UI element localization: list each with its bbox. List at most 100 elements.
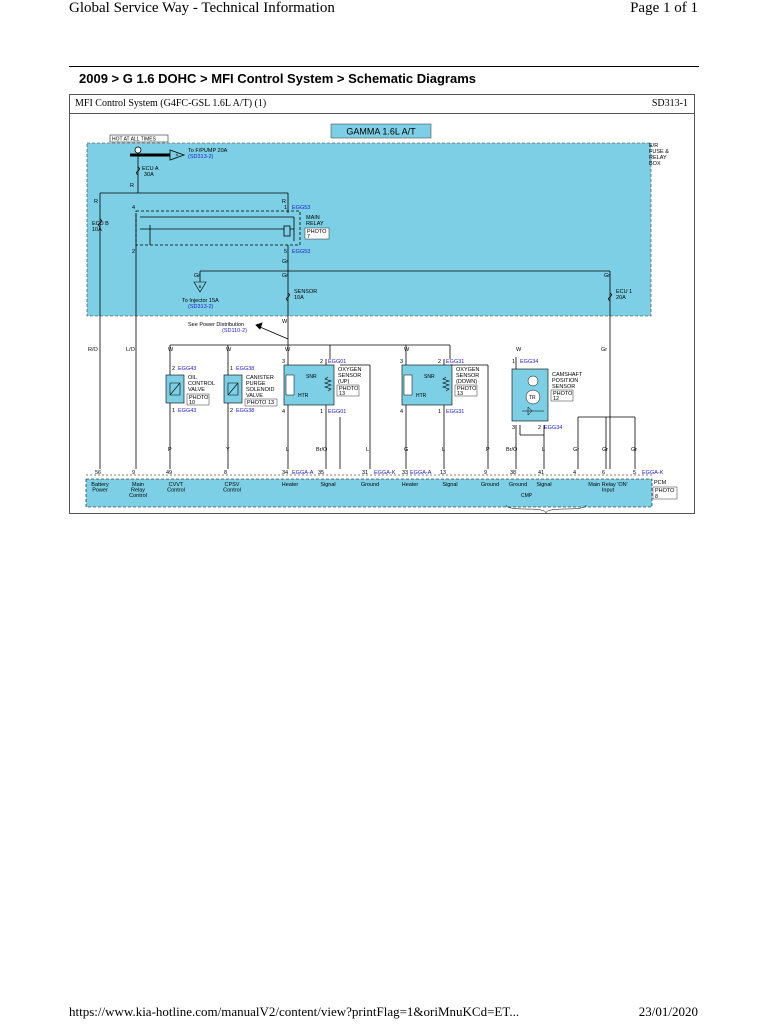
pcm-pin-12: 41 — [538, 470, 544, 476]
wire-r-2: R — [94, 199, 98, 205]
injector-ref: To Injector 15A — [182, 298, 219, 304]
pcm-pin-10: 9 — [484, 470, 487, 476]
pcm-pin-2: 9 — [132, 470, 135, 476]
wire-upper-2: L/O — [126, 347, 136, 353]
fuse-box-label-2: FUSE & — [649, 149, 669, 155]
o2-down-connector: EGG31 — [446, 359, 464, 365]
cmp-pin-2: 2 — [538, 425, 541, 431]
wire-upper-7: W — [516, 347, 522, 353]
main-relay-photo-1: PHOTO — [307, 229, 327, 235]
pcm-function-label-8-1: Heater — [402, 482, 419, 488]
sheet-divider — [70, 113, 694, 114]
power-dist-label: See Power Distribution — [188, 322, 244, 328]
o2-up-bottom-connector: EGG01 — [328, 409, 346, 415]
ecu-b-rating: 10A — [92, 227, 102, 233]
pcm-connector-4: EGGA-K — [642, 470, 664, 476]
pcm-function-label-10-1: Ground — [481, 482, 499, 488]
o2-down-name-1: OXYGEN — [456, 367, 480, 373]
pcm-pin-1: 56 — [95, 470, 101, 476]
header-title: Global Service Way - Technical Informati… — [69, 0, 335, 16]
pcm-pin-11: 38 — [510, 470, 516, 476]
ocv-bottom-connector: EGG43 — [178, 408, 196, 414]
wire-r-3: R — [282, 199, 286, 205]
ocv-pin-bottom: 1 — [172, 408, 175, 414]
header-divider — [69, 66, 699, 67]
sensor-fuse-label: SENSOR — [294, 289, 317, 295]
ocv-photo-2: 10 — [189, 400, 195, 406]
o2-up-name-3: (UP) — [338, 379, 349, 385]
pcm-photo-2: 8 — [655, 494, 658, 500]
o2-up-pin-3: 3 — [282, 359, 285, 365]
pcm-pin-14: 6 — [602, 470, 605, 476]
pcm-function-label-6-1: Signal — [320, 482, 335, 488]
ocv-name-3: VALVE — [188, 387, 205, 393]
pin-r5: 5 — [284, 249, 287, 255]
injector-code: (SD313-2) — [188, 304, 214, 310]
wire-upper-1: R/O — [88, 347, 99, 353]
o2-down-snr: SNR — [424, 374, 435, 380]
o2-up-pin-4: 4 — [282, 409, 285, 415]
wire-upper-5: W — [285, 347, 291, 353]
pin-r1: 1 — [284, 205, 287, 211]
o2-up-snr: SNR — [306, 374, 317, 380]
pcm-label: PCM — [654, 480, 667, 486]
wire-lower-13: Gr — [631, 447, 637, 453]
pcm-function-label-13-1: Main Relay 'ON' — [588, 482, 627, 488]
ocv-connector: EGG43 — [178, 366, 196, 372]
fpump-ref: To F/PUMP 20A — [188, 148, 228, 154]
o2-up-name-1: OXYGEN — [338, 367, 362, 373]
pin-r2: 2 — [132, 249, 135, 255]
pcm-function-label-5-1: Heater — [282, 482, 299, 488]
pcm-function-label-3-1: CVVT — [169, 482, 184, 488]
o2-down-pin-2: 2 — [438, 359, 441, 365]
relay-connector-bottom: EGG53 — [292, 249, 310, 255]
wire-upper-8: Gr — [601, 347, 607, 353]
wire-lower-2: Y — [226, 447, 230, 453]
cmp-photo-2: 12 — [553, 396, 559, 402]
ecu-a-label: ECU A — [142, 166, 159, 172]
cpsv-pin-bottom: 2 — [230, 408, 233, 414]
cpsv-connector: EGG38 — [236, 366, 254, 372]
injector-connector: B — [199, 284, 202, 289]
wire-lower-3: L — [286, 447, 289, 453]
fpump-code: (SD313-2) — [188, 154, 214, 160]
o2-up-htr: HTR — [298, 393, 309, 399]
fuse-box-label-3: RELAY — [649, 155, 667, 161]
pcm-pin-13: 4 — [573, 470, 576, 476]
pcm-pin-9: 13 — [440, 470, 446, 476]
fuse-box-label-4: BOX — [649, 161, 661, 167]
cmp-tr: TR — [529, 395, 536, 401]
cmp-pin-3: 3 — [512, 425, 515, 431]
pcm-cmp-group: CMP — [521, 493, 533, 499]
pcm-pin-5: 34 — [282, 470, 288, 476]
pcm-function-label-4-2: Control — [223, 488, 241, 494]
pcm-function-label-1-1: Battery — [91, 482, 109, 488]
o2-up-connector: EGG01 — [328, 359, 346, 365]
fpump-connector: A — [176, 152, 179, 157]
wire-gr-2: Gr — [194, 273, 200, 279]
sheet-code: SD313-1 — [651, 98, 688, 109]
ocv-name-2: CONTROL — [188, 381, 215, 387]
wire-gr-3: Gr — [282, 273, 288, 279]
o2-up-pin-2: 2 — [320, 359, 323, 365]
o2-down-pin-1: 1 — [438, 409, 441, 415]
wire-upper-4: W — [226, 347, 232, 353]
pcm-pin-8: 33 — [402, 470, 408, 476]
wire-upper-6: W — [404, 347, 410, 353]
cmp-name-2: POSITION — [552, 378, 578, 384]
pcm-function-label-4-1: CPSV — [225, 482, 240, 488]
cmp-name-3: SENSOR — [552, 384, 575, 390]
cpsv-pin-top: 1 — [230, 366, 233, 372]
model-banner — [330, 123, 432, 139]
pcm-function-label-1-2: Power — [92, 488, 108, 494]
main-relay-label-1: MAIN — [306, 215, 320, 221]
power-dist-code: (SD110-2) — [222, 328, 247, 334]
breadcrumb: 2009 > G 1.6 DOHC > MFI Control System >… — [79, 71, 477, 86]
ocv-name-1: OIL — [188, 375, 197, 381]
cmp-bottom-connector: EGG34 — [544, 425, 562, 431]
pcm-function-label-3-2: Control — [167, 488, 185, 494]
wire-w-main: W — [282, 319, 288, 325]
wire-upper-3: W — [168, 347, 174, 353]
wire-lower-5: L — [366, 447, 369, 453]
